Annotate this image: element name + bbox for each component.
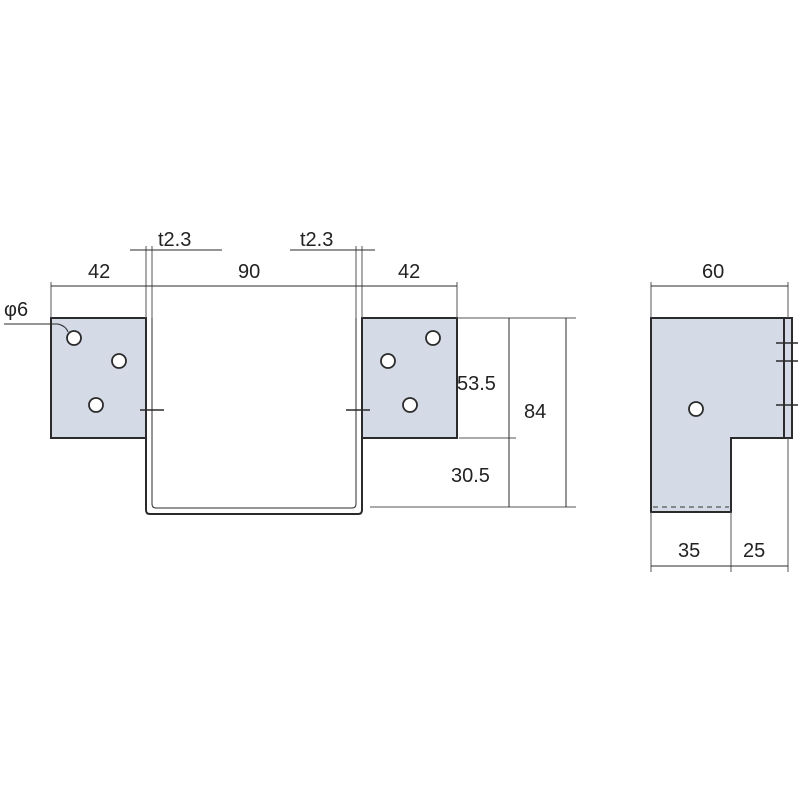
thickness-right-label: t2.3 [300, 229, 333, 251]
left-flange-hole-1 [66, 330, 82, 346]
left-flange-plate [50, 317, 147, 439]
left-flange-hole-2 [111, 353, 127, 369]
right-flange-hole-3 [402, 397, 418, 413]
total-height-label: 84 [524, 401, 546, 423]
side-plate [650, 317, 785, 513]
side-width-label: 60 [702, 261, 724, 283]
side-lower-left-label: 35 [678, 540, 700, 562]
side-lower-right-label: 25 [743, 540, 765, 562]
right-flange-width-label: 42 [398, 261, 420, 283]
right-flange-plate [361, 317, 458, 439]
left-flange-hole-3 [88, 397, 104, 413]
hole-diameter-label: φ6 [4, 299, 28, 321]
u-channel-outer [145, 318, 363, 515]
u-channel-inner [151, 318, 357, 509]
right-flange-hole-1 [425, 330, 441, 346]
inner-width-label: 90 [238, 261, 260, 283]
hole-diameter-leader [4, 323, 69, 333]
front-view: φ6 t2.3 t2.3 42 90 42 53.5 30.5 84 [4, 229, 576, 515]
lower-height-label: 30.5 [451, 465, 490, 487]
upper-height-label: 53.5 [457, 373, 496, 395]
thickness-left-label: t2.3 [158, 229, 191, 251]
side-plate-hole [688, 401, 704, 417]
right-flange-hole-2 [380, 353, 396, 369]
side-view: 60 35 25 [650, 261, 798, 572]
side-plate-thickness [783, 317, 793, 439]
left-flange-width-label: 42 [88, 261, 110, 283]
